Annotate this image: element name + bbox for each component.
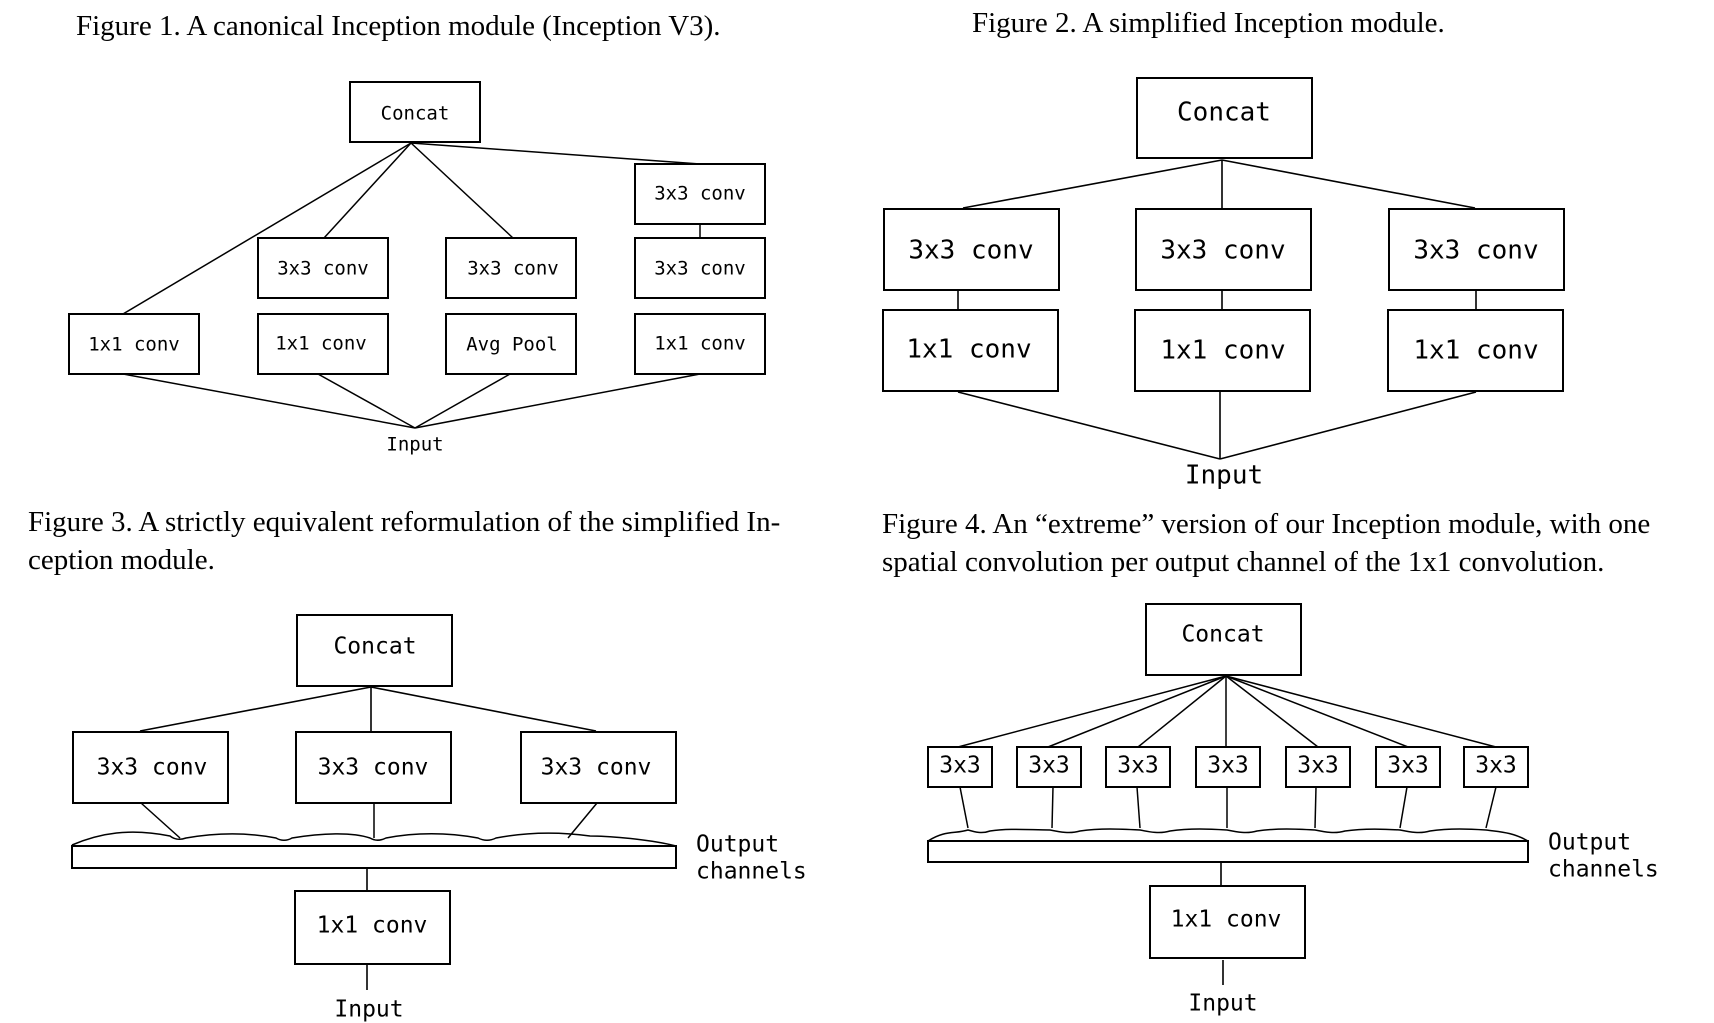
fig4-conv-1x1-box xyxy=(1149,885,1306,959)
fig2-branch3-3x3-box xyxy=(1388,208,1565,291)
fig1-branch4-3x3-mid-label: 3x3 conv xyxy=(654,258,746,280)
fig4-conv-3x3-label-7: 3x3 xyxy=(1475,753,1517,779)
fig1-concat-label: Concat xyxy=(381,103,450,125)
fig1-branch2-3x3-box xyxy=(257,237,389,299)
fig1-edges xyxy=(122,142,701,429)
fig3-edges xyxy=(139,686,598,990)
fig3-output-label-line-2: channels xyxy=(696,859,807,885)
caption-figure-3-line-1: Figure 3. A strictly equivalent reformul… xyxy=(28,506,780,538)
caption-figure-4-line-2: spatial convolution per output channel o… xyxy=(882,546,1604,578)
fig3-conv-1x1-label: 1x1 conv xyxy=(317,913,428,939)
fig2-input-label: Input xyxy=(1185,461,1263,491)
fig2-branch2-1x1-label: 1x1 conv xyxy=(1160,336,1285,366)
fig1-branch4-3x3-top-box xyxy=(634,163,766,225)
fig2-branch1-3x3-box xyxy=(883,208,1060,291)
fig1-branch2-1x1-box xyxy=(257,313,389,375)
fig1-input-label: Input xyxy=(386,434,443,456)
fig4-conv-3x3-label-2: 3x3 xyxy=(1028,753,1070,779)
fig1-branch2-1x1-label: 1x1 conv xyxy=(275,333,367,355)
fig1-branch1-1x1-label: 1x1 conv xyxy=(88,334,180,356)
figure-4-diagram: Concat 3x3 3x3 3x3 3x3 3x3 3x3 3x3 1x1 c… xyxy=(927,603,1659,1017)
fig1-branch4-3x3-mid-box xyxy=(634,237,766,299)
fig4-edges xyxy=(957,675,1497,985)
fig4-output-channels-bar xyxy=(927,840,1529,863)
fig3-output-channels-bar xyxy=(71,845,677,869)
fig4-conv-3x3-box-2 xyxy=(1016,746,1082,788)
fig4-channel-brace xyxy=(927,828,1529,842)
fig3-channel-brace xyxy=(71,831,677,847)
fig4-concat-label: Concat xyxy=(1181,622,1264,648)
fig1-branch3-3x3-label: 3x3 conv xyxy=(467,258,559,280)
fig2-branch1-3x3-label: 3x3 conv xyxy=(908,236,1033,266)
fig1-branch4-1x1-label: 1x1 conv xyxy=(654,333,746,355)
fig2-branch3-1x1-label: 1x1 conv xyxy=(1413,336,1538,366)
figure-2-diagram: Concat 3x3 conv 1x1 conv 3x3 conv 1x1 co… xyxy=(882,77,1565,491)
fig2-branch2-3x3-box xyxy=(1135,208,1312,291)
fig3-conv-3x3-box-1 xyxy=(72,731,229,804)
fig4-conv-3x3-label-6: 3x3 xyxy=(1387,753,1429,779)
fig4-conv-3x3-box-7 xyxy=(1463,746,1529,788)
fig4-output-label-line-1: Output xyxy=(1548,830,1631,856)
fig4-conv-3x3-label-3: 3x3 xyxy=(1117,753,1159,779)
fig1-branch4-1x1-box xyxy=(634,313,766,375)
fig3-input-label: Input xyxy=(334,997,403,1023)
caption-figure-1: Figure 1. A canonical Inception module (… xyxy=(76,10,721,42)
fig1-branch3-avgpool-label: Avg Pool xyxy=(466,334,558,356)
fig4-output-label-line-2: channels xyxy=(1548,857,1659,883)
fig4-conv-3x3-box-6 xyxy=(1375,746,1441,788)
fig2-concat-label: Concat xyxy=(1177,98,1271,128)
caption-figure-4-line-1: Figure 4. An “extreme” version of our In… xyxy=(882,508,1650,540)
fig3-conv-3x3-label-2: 3x3 conv xyxy=(318,755,429,781)
fig4-conv-3x3-box-1 xyxy=(927,746,993,788)
fig3-conv-3x3-box-2 xyxy=(295,731,452,804)
fig4-conv-1x1-label: 1x1 conv xyxy=(1171,907,1282,933)
fig4-conv-3x3-label-4: 3x3 xyxy=(1207,753,1249,779)
fig4-concat-box xyxy=(1145,603,1302,676)
fig3-output-label-line-1: Output xyxy=(696,832,779,858)
fig3-concat-label: Concat xyxy=(333,634,416,660)
fig4-conv-3x3-box-3 xyxy=(1105,746,1171,788)
fig2-concat-box xyxy=(1136,77,1313,159)
figure-3-diagram: Concat 3x3 conv 3x3 conv 3x3 conv 1x1 co… xyxy=(71,614,807,1023)
fig1-branch3-3x3-box xyxy=(445,237,577,299)
fig2-branch1-1x1-label: 1x1 conv xyxy=(906,335,1031,365)
fig1-branch4-3x3-top-label: 3x3 conv xyxy=(654,183,746,205)
fig1-concat-box xyxy=(349,81,481,143)
fig1-branch3-avgpool-box xyxy=(445,313,577,375)
fig2-edges xyxy=(957,159,1477,460)
fig3-conv-1x1-box xyxy=(294,890,451,965)
fig3-conv-3x3-box-3 xyxy=(520,731,677,804)
fig3-conv-3x3-label-1: 3x3 conv xyxy=(97,755,208,781)
figure-1-diagram: Concat 1x1 conv 3x3 conv 1x1 conv 3x3 co… xyxy=(68,81,766,456)
fig4-conv-3x3-label-1: 3x3 xyxy=(939,753,981,779)
fig3-concat-box xyxy=(296,614,453,687)
fig4-conv-3x3-box-4 xyxy=(1195,746,1261,788)
fig2-branch2-3x3-label: 3x3 conv xyxy=(1160,236,1285,266)
fig4-input-label: Input xyxy=(1188,991,1257,1017)
caption-figure-2: Figure 2. A simplified Inception module. xyxy=(972,7,1445,39)
fig2-branch1-1x1-box xyxy=(882,309,1059,392)
fig2-branch3-3x3-label: 3x3 conv xyxy=(1413,236,1538,266)
fig3-conv-3x3-label-3: 3x3 conv xyxy=(541,755,652,781)
caption-figure-3-line-2: ception module. xyxy=(28,544,215,576)
fig1-branch2-3x3-label: 3x3 conv xyxy=(277,258,369,280)
fig2-branch2-1x1-box xyxy=(1134,309,1311,392)
fig2-branch3-1x1-box xyxy=(1387,309,1564,392)
fig1-branch1-1x1-box xyxy=(68,313,200,375)
fig4-conv-3x3-label-5: 3x3 xyxy=(1297,753,1339,779)
fig4-conv-3x3-box-5 xyxy=(1285,746,1351,788)
